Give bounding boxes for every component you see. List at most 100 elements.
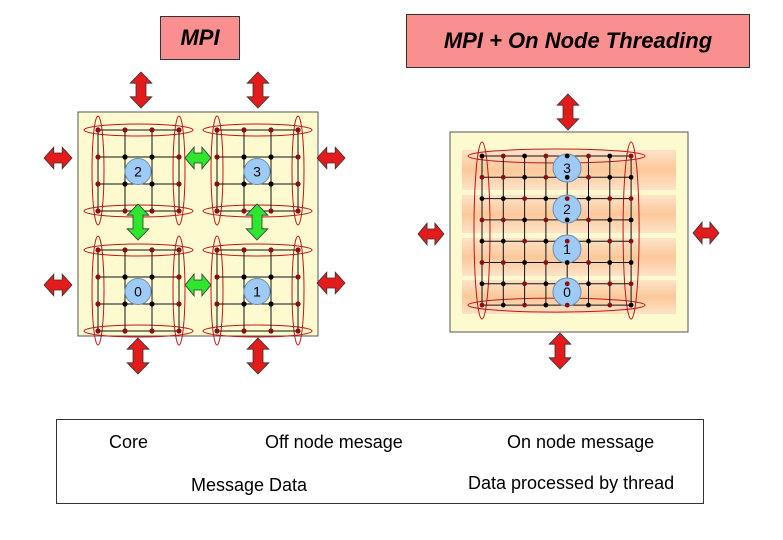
grid-point: [500, 153, 506, 159]
grid-point: [95, 301, 101, 307]
hybrid-node: 3 2 1 0: [449, 131, 689, 333]
grid-point: [268, 127, 274, 133]
off-node-arrow: [129, 71, 153, 109]
on-node-arrow: [245, 203, 269, 241]
core-label: 2: [563, 201, 571, 217]
grid-point: [564, 196, 570, 202]
grid-point: [95, 181, 101, 187]
grid-point: [628, 260, 634, 265]
grid-point: [295, 328, 301, 334]
message-data-ellipse: [202, 123, 313, 137]
grid-point: [543, 238, 549, 244]
grid-point: [522, 153, 527, 159]
core-label: 3: [563, 160, 571, 176]
grid-point: [149, 247, 155, 253]
grid-point: [607, 281, 613, 287]
grid-point: [214, 208, 220, 214]
grid-point: [586, 260, 591, 265]
grid-point: [522, 281, 527, 287]
grid-point: [295, 301, 301, 307]
core-label: 0: [563, 284, 571, 300]
grid-point: [214, 274, 220, 280]
grid-point: [176, 328, 182, 334]
grid-point: [241, 127, 247, 133]
grid-point: [522, 196, 527, 202]
grid-point: [214, 328, 220, 334]
grid-point: [122, 328, 128, 334]
grid-point: [214, 127, 220, 133]
grid-point: [95, 127, 101, 133]
off-node-arrow: [246, 337, 270, 375]
message-data-ellipse: [91, 235, 105, 346]
message-data-ellipse: [83, 243, 194, 257]
grid-point: [543, 153, 549, 159]
grid-point: [479, 238, 485, 244]
grid-point: [122, 301, 128, 307]
off-node-arrow: [43, 146, 73, 170]
mpi-subdomain: 2: [83, 115, 194, 226]
core-label: 1: [253, 284, 261, 300]
grid-point: [586, 196, 591, 202]
grid-point: [586, 153, 591, 159]
on-node-arrow: [126, 203, 150, 241]
on-node-arrow: [184, 146, 212, 170]
mpi-subdomain: 1: [202, 235, 313, 346]
grid-point: [586, 217, 591, 223]
core-label: 0: [134, 284, 142, 300]
grid-point: [268, 328, 274, 334]
grid-point: [607, 238, 613, 244]
grid-point: [500, 196, 506, 202]
grid-point: [586, 238, 591, 244]
grid-point: [295, 181, 301, 187]
grid-point: [214, 301, 220, 307]
grid-point: [628, 174, 634, 180]
grid-point: [241, 154, 247, 160]
on-node-arrow: [184, 273, 212, 297]
off-node-arrow: [126, 337, 150, 375]
off-node-arrow: [417, 222, 445, 246]
grid-point: [149, 301, 155, 307]
legend-message-data-label: Message Data: [191, 475, 308, 495]
grid-point: [149, 154, 155, 160]
grid-point: [149, 127, 155, 133]
grid-point: [95, 274, 101, 280]
mpi-subdomain: 0: [83, 235, 194, 346]
core-circle: [243, 158, 271, 185]
grid-point: [500, 281, 506, 287]
grid-point: [241, 208, 247, 214]
message-data-ellipse: [210, 115, 224, 226]
legend: Core Off node mesage On node message Mes…: [56, 419, 704, 504]
grid-point: [522, 238, 527, 244]
grid-point: [176, 247, 182, 253]
grid-point: [564, 217, 570, 223]
message-data-ellipse: [202, 324, 313, 338]
grid-point: [607, 174, 613, 180]
core-label: 1: [563, 241, 571, 257]
grid-point: [607, 260, 613, 265]
grid-point: [543, 196, 549, 202]
grid-point: [122, 154, 128, 160]
grid-point: [564, 153, 570, 159]
message-data-ellipse: [172, 115, 186, 226]
grid-point: [543, 260, 549, 265]
off-node-arrow: [548, 332, 572, 370]
grid-point: [607, 196, 613, 202]
message-arrows: [43, 71, 720, 375]
grid-point: [628, 196, 634, 202]
grid-point: [295, 154, 301, 160]
core-circle: [243, 278, 271, 305]
grid-point: [543, 302, 549, 308]
grid-point: [176, 181, 182, 187]
message-data-ellipse: [622, 141, 640, 320]
grid-point: [149, 328, 155, 334]
message-data-ellipse: [291, 235, 305, 346]
off-node-arrow: [556, 93, 580, 131]
grid-point: [479, 196, 485, 202]
grid-point: [564, 260, 570, 265]
grid-point: [95, 247, 101, 253]
grid-point: [122, 274, 128, 280]
grid-point: [214, 181, 220, 187]
grid-point: [500, 217, 506, 223]
grid-point: [628, 302, 634, 308]
message-data-ellipse: [473, 141, 491, 320]
